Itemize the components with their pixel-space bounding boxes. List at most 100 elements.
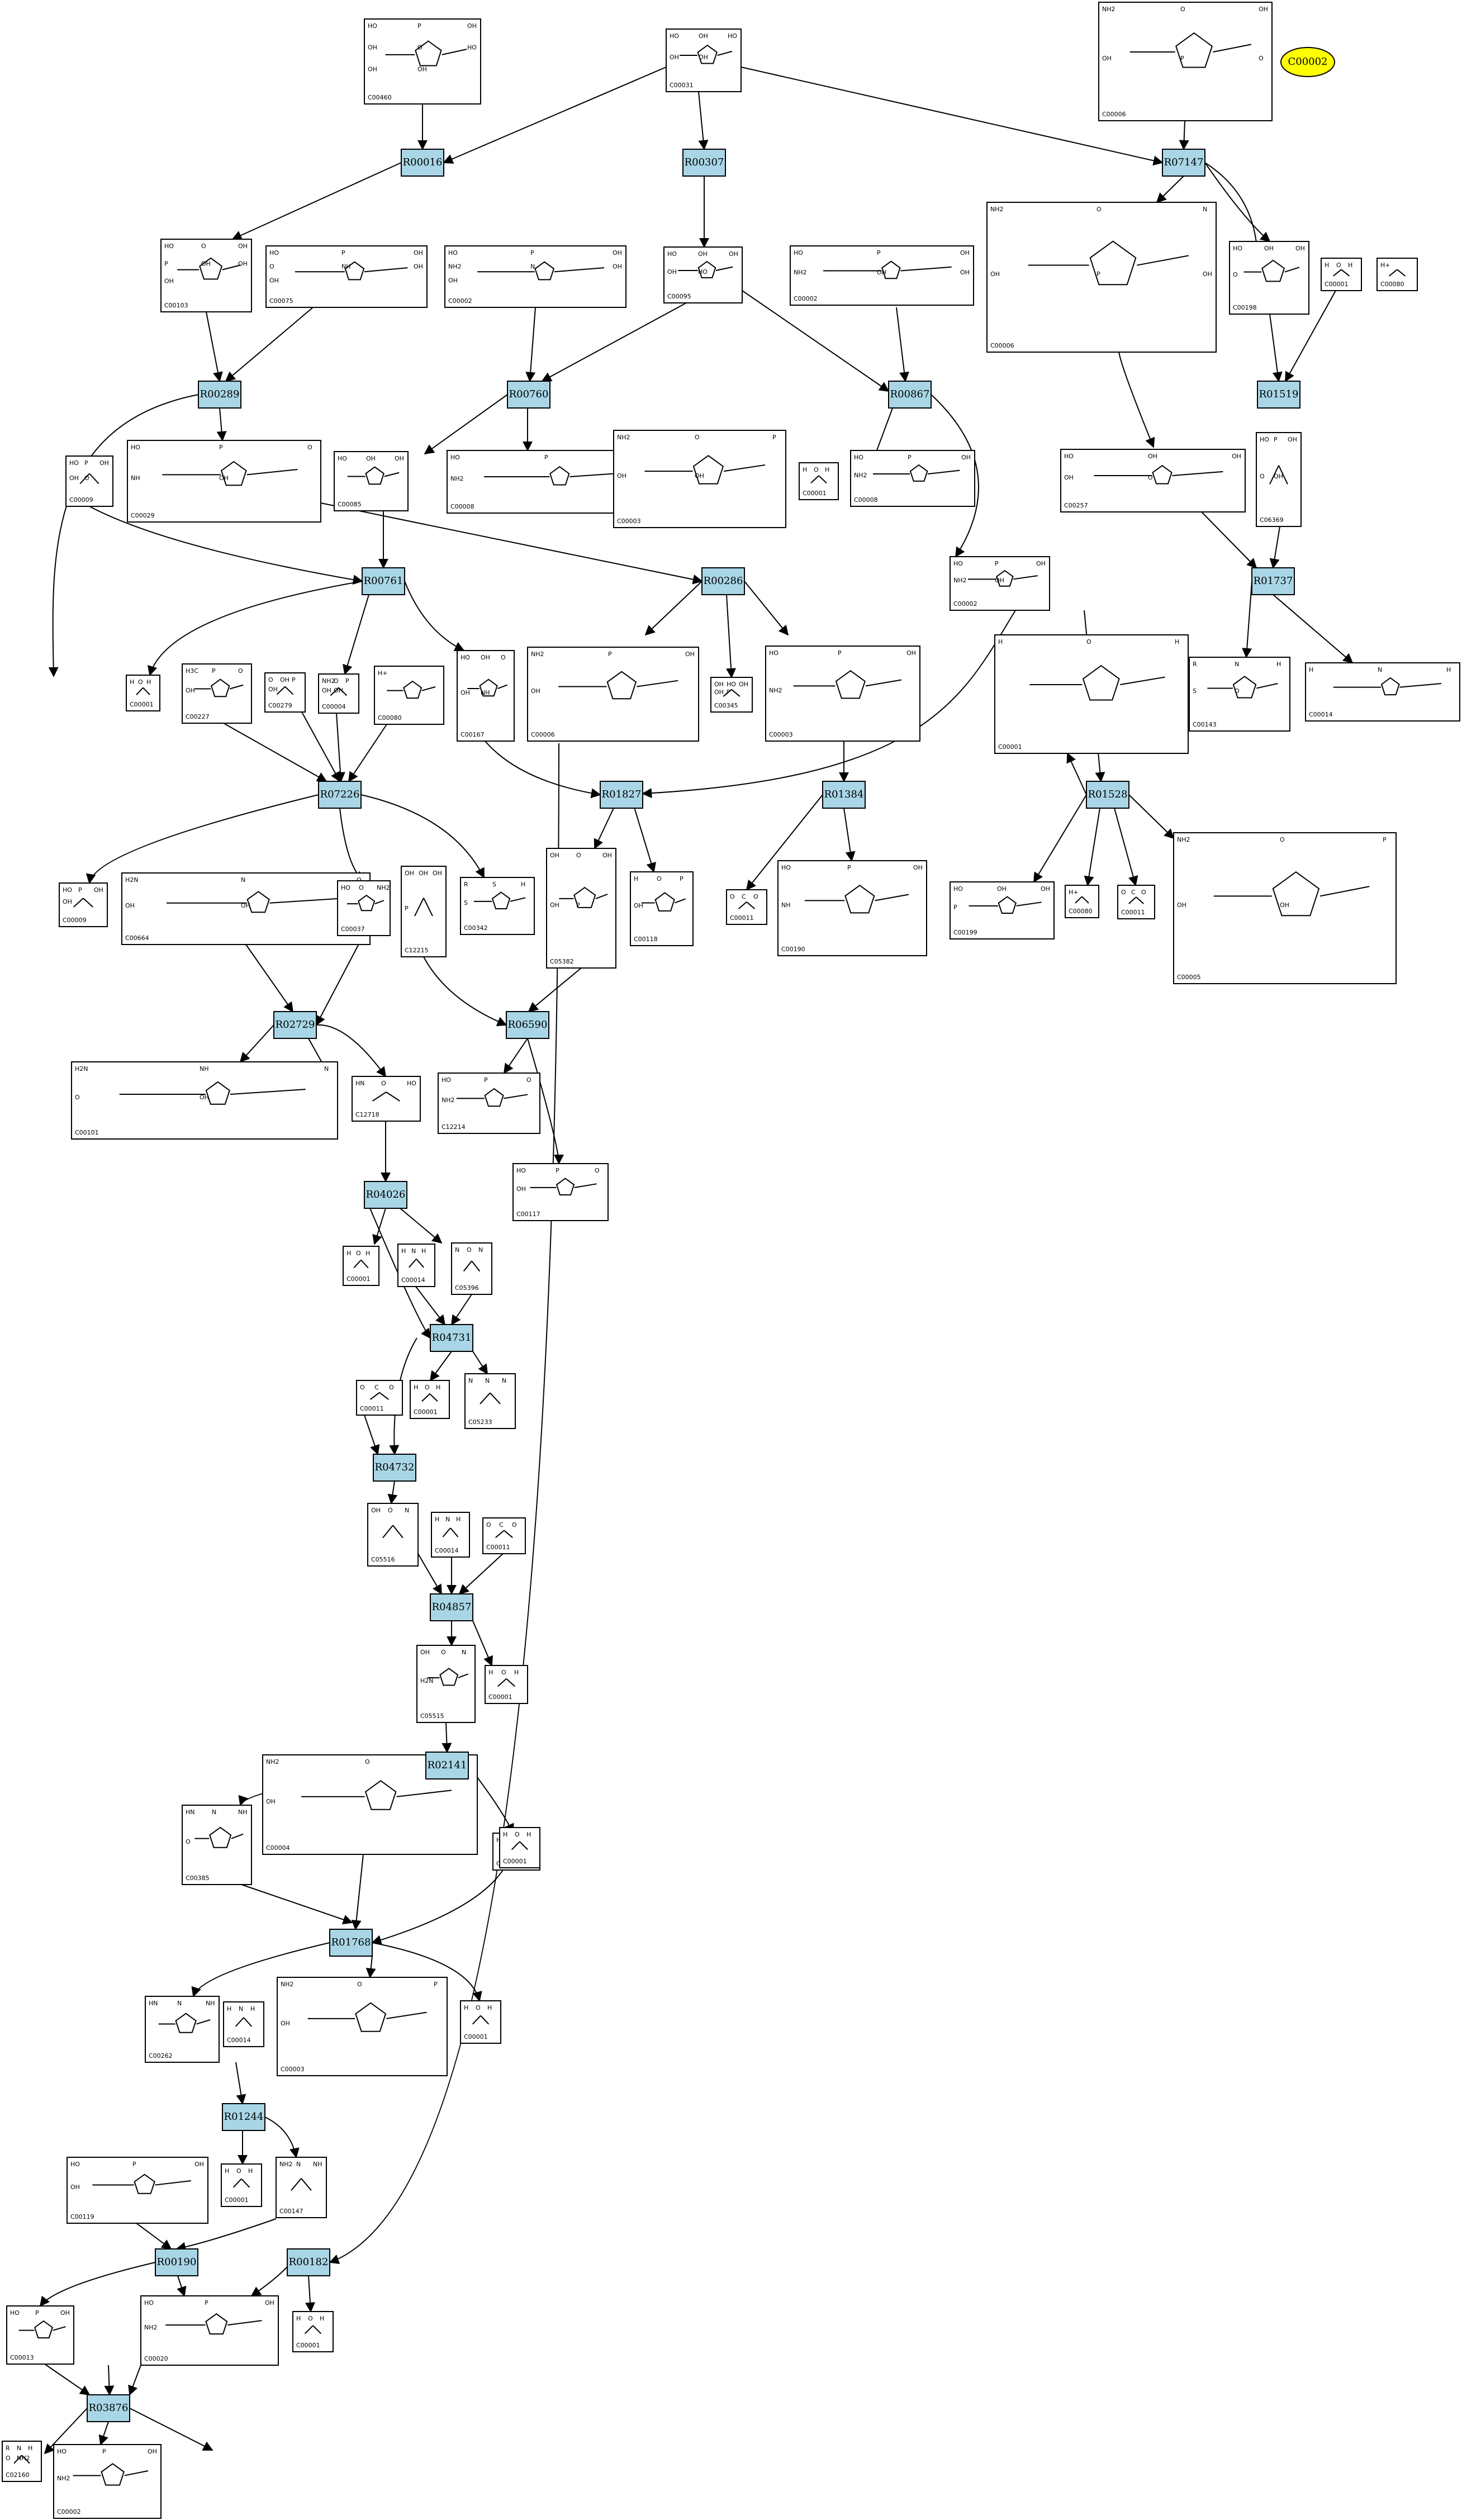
reaction-node-R00761[interactable]: R00761 [362, 567, 405, 595]
reaction-node-R06590[interactable]: R06590 [506, 1011, 549, 1039]
reaction-node-R07226[interactable]: R07226 [318, 781, 362, 809]
reaction-node-R03876[interactable]: R03876 [87, 2394, 130, 2422]
reaction-node-R00289[interactable]: R00289 [198, 381, 241, 409]
reaction-node-R00016[interactable]: R00016 [401, 149, 444, 177]
reaction-node-R02141[interactable]: R02141 [425, 1752, 469, 1779]
reaction-node-R01244[interactable]: R01244 [222, 2103, 265, 2131]
reaction-node-R04731[interactable]: R04731 [430, 1324, 473, 1352]
reaction-node-R00286[interactable]: R00286 [701, 567, 745, 595]
reaction-node-R01519[interactable]: R01519 [1257, 381, 1300, 409]
reaction-node-R00867[interactable]: R00867 [888, 381, 932, 409]
reaction-node-R04857[interactable]: R04857 [430, 1593, 473, 1621]
compound-box-C00080[interactable]: H+C00080 [1065, 885, 1099, 918]
reaction-node-R00182[interactable]: R00182 [287, 2248, 330, 2276]
reaction-node-R00307[interactable]: R00307 [682, 149, 726, 177]
reaction-node-R01827[interactable]: R01827 [600, 781, 643, 809]
reaction-node-R00760[interactable]: R00760 [507, 381, 550, 409]
reaction-node-R01737[interactable]: R01737 [1251, 567, 1295, 595]
highlight-node-C00002[interactable]: C00002 [1280, 47, 1335, 77]
compound-box-C00080[interactable]: H+C00080 [1376, 258, 1418, 291]
reaction-node-R02729[interactable]: R02729 [273, 1011, 317, 1039]
reaction-node-R04026[interactable]: R04026 [364, 1181, 407, 1209]
reaction-node-R01528[interactable]: R01528 [1086, 781, 1129, 809]
reaction-node-R01384[interactable]: R01384 [822, 781, 866, 809]
reaction-node-R00190[interactable]: R00190 [155, 2248, 198, 2276]
reaction-node-R04732[interactable]: R04732 [373, 1454, 416, 1482]
reaction-node-R01768[interactable]: R01768 [329, 1929, 373, 1957]
compound-box-C00080[interactable]: H+C00080 [374, 666, 444, 725]
